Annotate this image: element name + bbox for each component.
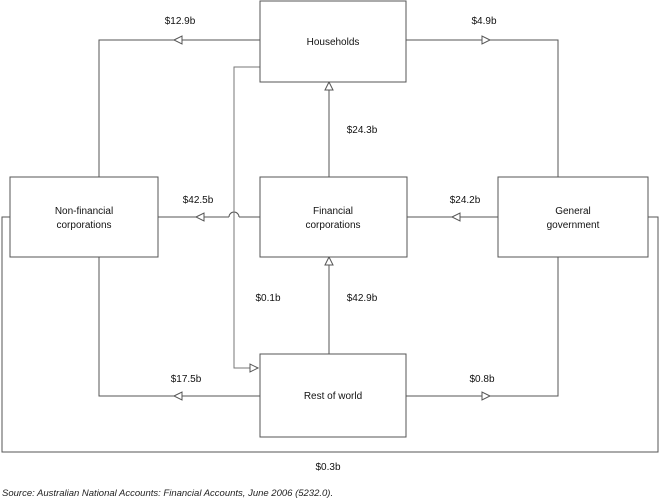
- flow-line-row-govt: [406, 257, 559, 397]
- value-fin-households: $24.3b: [347, 125, 378, 136]
- flow-line-households-nonfin: [98, 39, 260, 177]
- flow-line-households-govt: [406, 39, 559, 177]
- label-financial-line1: Financial: [313, 206, 353, 217]
- label-rest-of-world: Rest of world: [304, 391, 362, 402]
- flow-line-row-nonfin: [98, 257, 260, 397]
- arrow-row-govt: [481, 391, 492, 401]
- label-households: Households: [307, 37, 360, 48]
- arrow-row-fin: [324, 255, 334, 266]
- value-bottom-loop: $0.3b: [315, 462, 340, 473]
- value-households-govt: $4.9b: [471, 16, 496, 27]
- node-rest-of-world: [259, 353, 407, 438]
- arrow-households-govt: [481, 35, 492, 45]
- label-non-financial-line2: corporations: [56, 220, 111, 231]
- value-households-row: $0.1b: [255, 293, 280, 304]
- arrow-fin-households: [324, 80, 334, 91]
- value-govt-fin: $24.2b: [450, 195, 481, 206]
- value-row-fin: $42.9b: [347, 293, 378, 304]
- node-households: [259, 0, 407, 83]
- label-financial-line2: corporations: [305, 220, 360, 231]
- value-row-nonfin: $17.5b: [171, 374, 202, 385]
- flow-line-households-row: [233, 66, 260, 369]
- arrow-govt-fin: [450, 212, 461, 222]
- node-general-government: [497, 176, 649, 258]
- arrow-fin-nonfin: [194, 212, 205, 222]
- node-non-financial-corporations: [9, 176, 159, 258]
- arrow-households-nonfin: [172, 35, 183, 45]
- value-fin-nonfin: $42.5b: [183, 195, 214, 206]
- label-general-line1: General: [555, 206, 591, 217]
- label-non-financial-line1: Non-financial: [55, 206, 113, 217]
- node-financial-corporations: [259, 176, 408, 258]
- value-row-govt: $0.8b: [469, 374, 494, 385]
- arrow-households-row: [249, 363, 260, 373]
- value-households-nonfin: $12.9b: [165, 16, 196, 27]
- source-note: Source: Australian National Accounts: Fi…: [2, 488, 334, 499]
- arrow-row-nonfin: [172, 391, 183, 401]
- flow-line-bottom-loop: [1, 216, 659, 453]
- label-general-line2: government: [547, 220, 600, 231]
